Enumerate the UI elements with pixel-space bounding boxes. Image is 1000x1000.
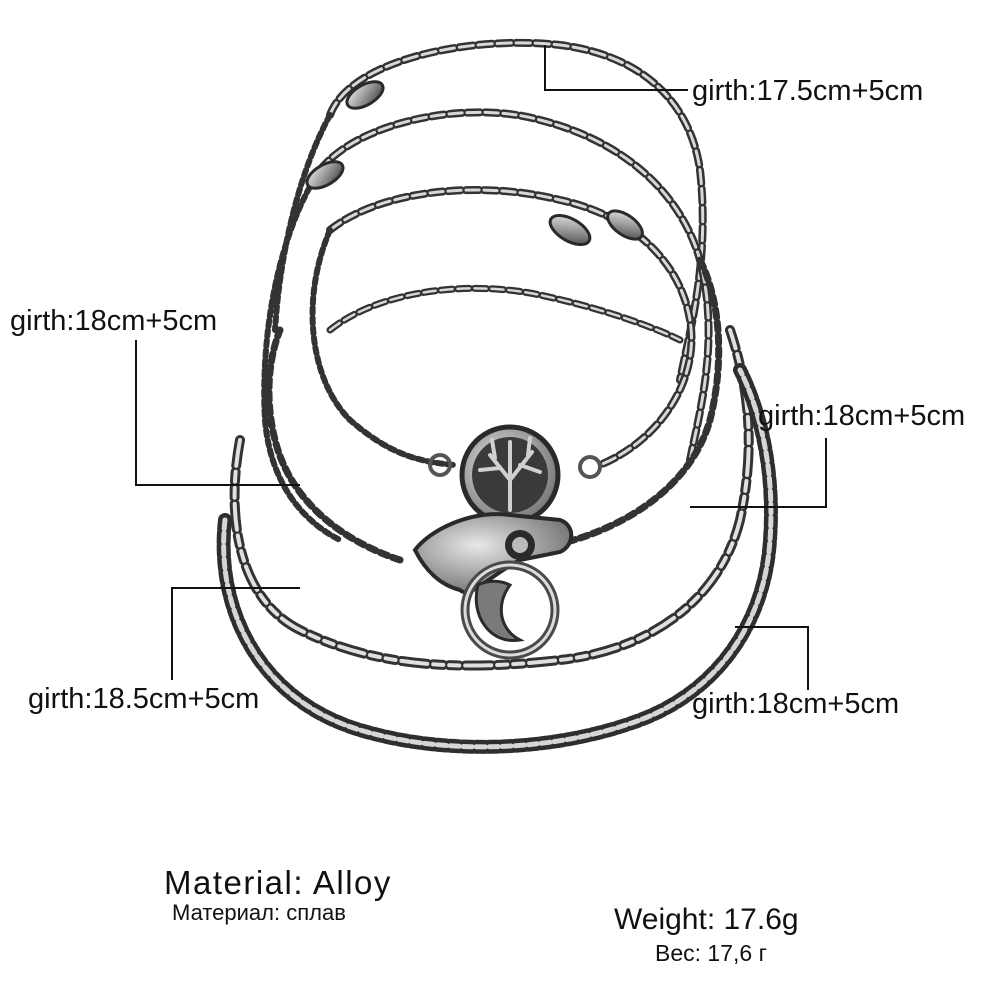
weight-text-ru: Вес: 17,6 г (655, 940, 767, 966)
hamsa-hand-pendant (412, 512, 574, 595)
leader-line-left-lower (171, 587, 300, 680)
leader-line-top-right (544, 45, 688, 91)
leader-lines (135, 45, 827, 690)
girth-label-right-middle: girth:18cm+5cm (758, 400, 966, 432)
tree-of-life-pendant (428, 424, 602, 526)
weight-text-en: Weight: 17.6g (614, 903, 799, 936)
leader-line-left-upper (135, 340, 300, 486)
material-text-ru: Материал: сплав (172, 900, 346, 925)
material-text-en: Material: Alloy (164, 864, 392, 901)
girth-label-top-right: girth:17.5cm+5cm (692, 75, 924, 107)
bracelet-chain-1 (272, 38, 707, 384)
bracelet-chain-tree (309, 186, 696, 469)
leader-line-right-middle (690, 438, 827, 508)
bracelet-chain-2 (261, 108, 713, 543)
bracelet-chain-hamsa (265, 256, 723, 564)
leader-line-right-lower (735, 626, 809, 690)
girth-label-left-lower: girth:18.5cm+5cm (28, 683, 260, 715)
girth-label-left-upper: girth:18cm+5cm (10, 305, 218, 337)
lobster-clasps (305, 80, 644, 247)
girth-label-right-lower: girth:18cm+5cm (692, 688, 900, 720)
bracelet-curb-chain (216, 363, 778, 754)
moon-ring-pendant (460, 560, 560, 660)
